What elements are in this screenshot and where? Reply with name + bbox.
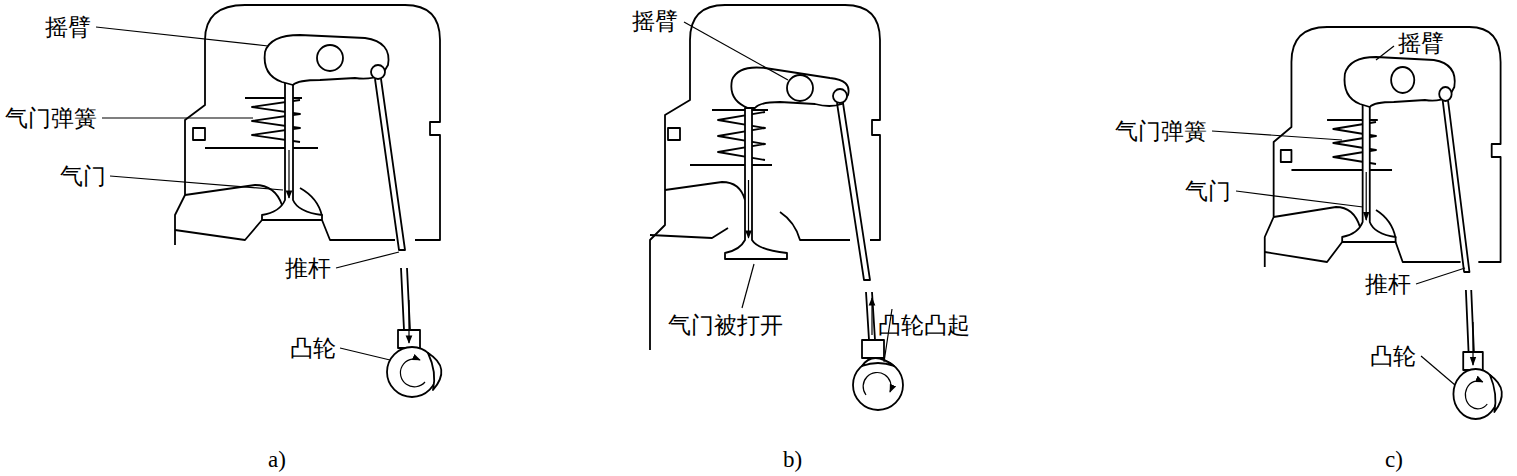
valve-train-open <box>650 5 903 410</box>
part-label: 气门 <box>60 164 106 189</box>
part-label: 推杆 <box>1365 272 1411 297</box>
part-label: 推杆 <box>285 256 331 281</box>
part-label: 气门被打开 <box>668 313 783 338</box>
part-label: 气门弹簧 <box>5 106 97 131</box>
panel-caption: c) <box>1385 447 1403 472</box>
part-label: 气门弹簧 <box>1115 119 1207 144</box>
part-label: 摇臂 <box>1398 31 1444 56</box>
valve-train-closing <box>1265 27 1502 419</box>
part-label: 凸轮 <box>290 336 336 361</box>
panel-caption: b) <box>783 447 802 472</box>
part-label: 凸轮 <box>1370 344 1416 369</box>
part-label: 凸轮凸起 <box>878 313 970 338</box>
part-label: 摇臂 <box>45 15 91 40</box>
part-label: 摇臂 <box>632 9 678 34</box>
valve-train-closed <box>175 5 441 397</box>
panel-caption: a) <box>268 447 286 472</box>
part-label: 气门 <box>1185 179 1231 204</box>
leader-lines <box>96 22 1465 385</box>
